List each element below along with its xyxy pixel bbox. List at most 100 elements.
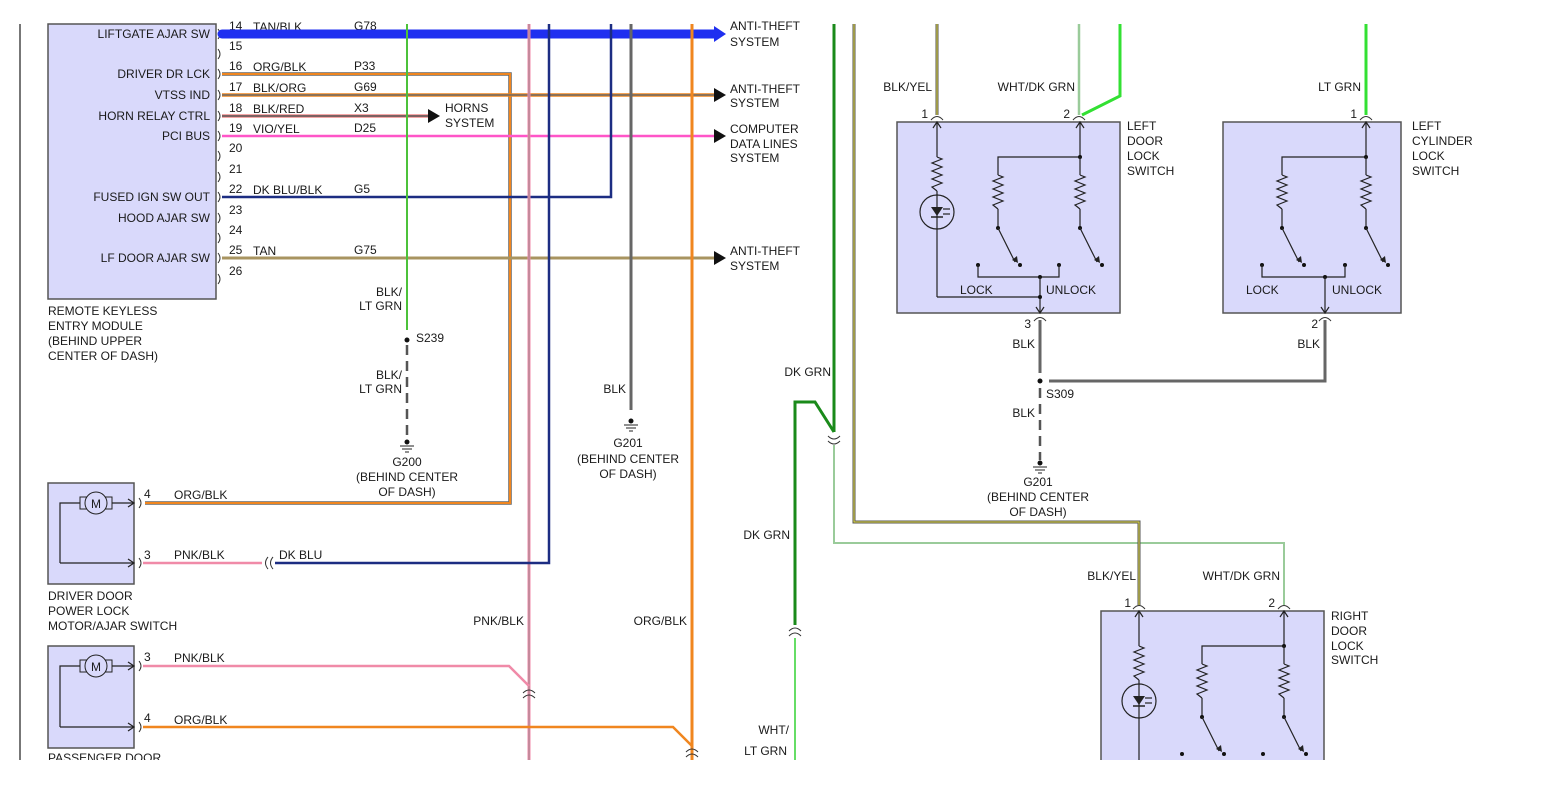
arrow-icon [714, 129, 726, 143]
ground-location: OF DASH) [378, 485, 435, 499]
circuit-id: G75 [354, 243, 377, 257]
rke-pin-row: 24 [217, 223, 243, 244]
pin-connector-icon [217, 232, 221, 244]
wire-label: BLK/ [376, 368, 403, 382]
wire-color: BLK/RED [253, 102, 305, 116]
ground-location: OF DASH) [599, 467, 656, 481]
svg-text:M: M [91, 497, 101, 511]
pin-number: 3 [1024, 317, 1031, 331]
pin-number: 20 [229, 141, 243, 155]
pin-number: 15 [229, 39, 243, 53]
left-cylinder-lock-switch: 1 2 LOCK UNLOCK LEFT CYLINDER LOCK SWITC… [1222, 107, 1473, 331]
circuit-id: G69 [354, 80, 377, 94]
ground-label: G201 [613, 436, 643, 450]
pin-connector-icon [217, 68, 221, 80]
unlock-position-label: UNLOCK [1332, 283, 1382, 297]
pin-number: 1 [1350, 107, 1357, 121]
lock-position-label: LOCK [960, 283, 993, 297]
pin-connector-icon [217, 130, 221, 142]
pin-connector-icon [217, 252, 221, 264]
pin-number: 22 [229, 182, 243, 196]
arrow-icon [428, 109, 440, 123]
pin-number: 25 [229, 243, 243, 257]
resistor-icon [1195, 663, 1209, 699]
switch-contact-icon [1201, 716, 1220, 752]
wire-label: ORG/BLK [174, 488, 227, 502]
wire-blk-cylinder [1049, 320, 1327, 383]
wire-label: BLK [1012, 337, 1035, 351]
circuit-id: D25 [354, 121, 376, 135]
splice-label: S309 [1046, 387, 1074, 401]
component-name-line: LOCK [1331, 639, 1364, 653]
pin-connector-icon [217, 48, 221, 60]
wire-label: DK GRN [784, 365, 831, 379]
switch-contact-icon [1365, 227, 1384, 263]
left-door-lock-switch: 1 2 3 LOCK UNLOCK LEFT DOOR LOCK SWITCH [896, 107, 1174, 331]
arrow-icon [1320, 306, 1330, 315]
wire-lt-grn-jumper [1081, 24, 1122, 117]
wire-color: VIO/YEL [253, 122, 300, 136]
unlock-position-label: UNLOCK [1046, 283, 1096, 297]
component-name-line: LEFT [1127, 119, 1157, 133]
ground-icon [624, 418, 638, 432]
rke-pin-row: 21 [217, 162, 243, 183]
pin-connector-icon [217, 110, 221, 122]
component-name-line: LEFT [1412, 119, 1442, 133]
motor-icon [84, 654, 108, 678]
connector-icon [827, 435, 841, 445]
pin-number: 23 [229, 203, 243, 217]
component-name-line: SWITCH [1127, 164, 1174, 178]
wire-blk-yel-right [852, 24, 1141, 605]
resistor-icon [1359, 174, 1373, 210]
pin-connector-icon [217, 273, 221, 285]
rke-name-line: (BEHIND UPPER [48, 334, 142, 348]
wire-pnk-blk-passenger [143, 664, 530, 687]
component-name-line: CYLINDER [1412, 134, 1473, 148]
wire-label: BLK/YEL [1087, 569, 1136, 583]
wire-label: LT GRN [359, 382, 402, 396]
arrow-icon [1361, 120, 1371, 129]
wire-label: LT GRN [1318, 80, 1361, 94]
switch-contact-icon [1283, 716, 1302, 752]
wire-label: BLK/ [376, 285, 403, 299]
splice-label: S239 [416, 331, 444, 345]
dest-label: ANTI-THEFT [730, 244, 801, 258]
ground-location: (BEHIND CENTER [577, 452, 679, 466]
resistor-icon [1073, 174, 1087, 210]
arrow-icon [1075, 120, 1085, 129]
rke-name-line: ENTRY MODULE [48, 319, 143, 333]
wire-label: WHT/ [758, 723, 789, 737]
pin-number: 2 [1063, 107, 1070, 121]
pin-number: 18 [229, 101, 243, 115]
wire-label: PNK/BLK [174, 651, 225, 665]
motor-name-line: MOTOR/AJAR SWITCH [48, 619, 177, 633]
wire-color: BLK/ORG [253, 81, 306, 95]
dest-label: SYSTEM [730, 151, 779, 165]
wire-label: WHT/DK GRN [998, 80, 1075, 94]
pin-connector-icon [217, 89, 221, 101]
motor-name-line: DRIVER DOOR [48, 589, 133, 603]
component-name-line: SWITCH [1331, 653, 1378, 667]
arrow-icon [714, 26, 726, 42]
rke-name-line: REMOTE KEYLESS [48, 304, 157, 318]
ground-location: (BEHIND CENTER [356, 470, 458, 484]
pin-number: 3 [144, 548, 151, 562]
wire-dk-blu [275, 24, 551, 565]
wire-label: BLK [1012, 406, 1035, 420]
resistor-icon [1275, 174, 1289, 210]
pin-number: 1 [921, 107, 928, 121]
wire-wht-dk-grn-right [833, 445, 1285, 605]
connector-icon [788, 627, 802, 637]
component-name-line: RIGHT [1331, 609, 1369, 623]
pin-number: 17 [229, 80, 243, 94]
pin-function: HOOD AJAR SW [118, 211, 211, 225]
arrow-icon [714, 88, 726, 102]
rke-name-line: CENTER OF DASH) [48, 349, 158, 363]
circuit-id: P33 [354, 59, 376, 73]
